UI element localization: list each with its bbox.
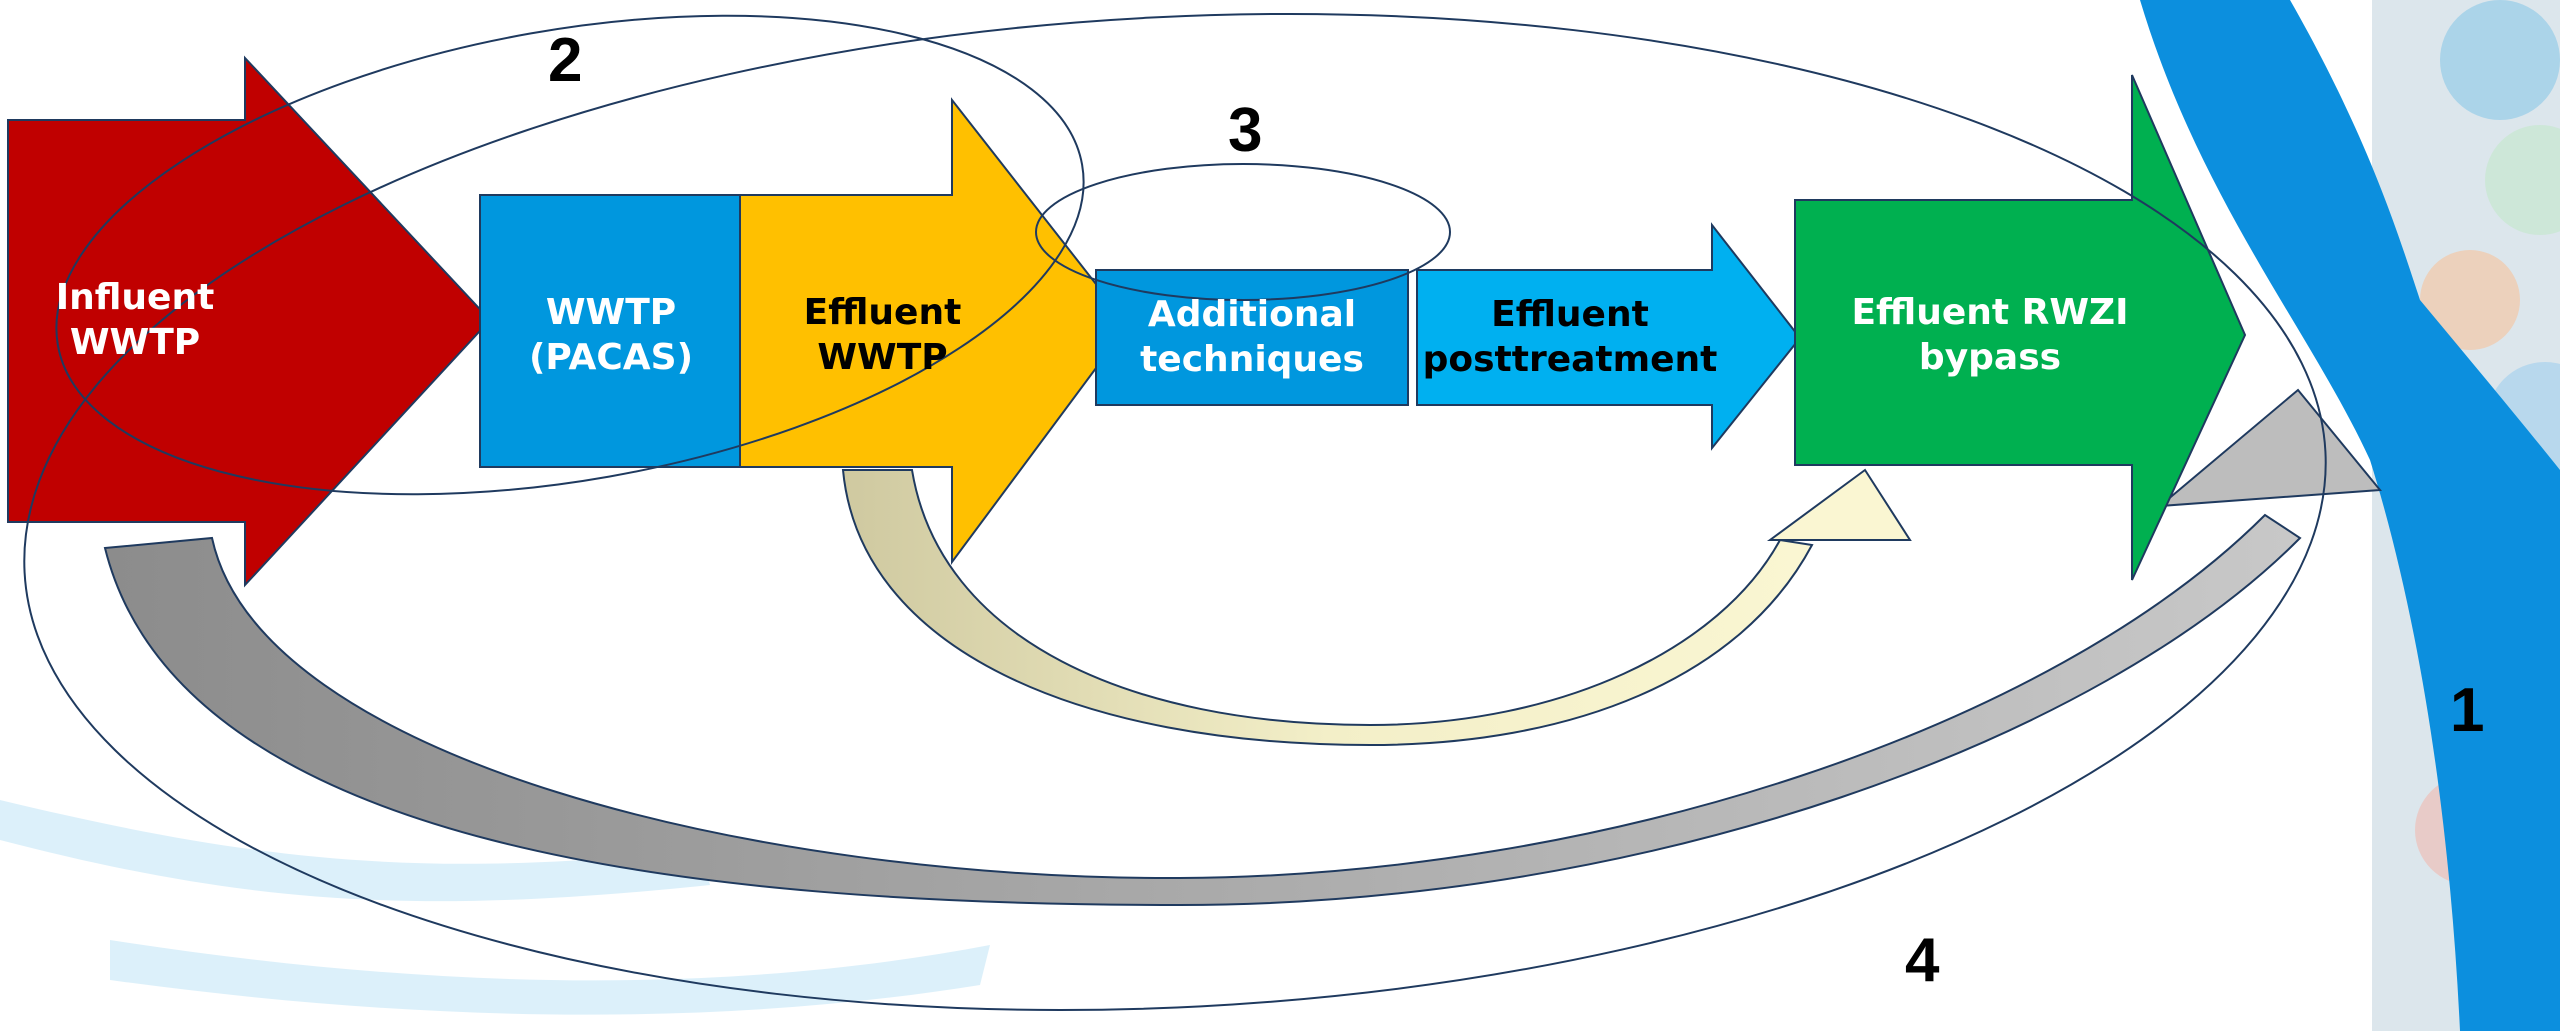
scope-2-ellipse xyxy=(55,14,1085,496)
wave-decoration xyxy=(0,800,710,902)
bypass-arrow xyxy=(1794,74,2247,581)
scope-2-number: 2 xyxy=(548,26,583,95)
scope-1-number: 1 xyxy=(2450,676,2485,745)
posttreatment-arrow xyxy=(1416,222,1802,451)
scope-4-number: 4 xyxy=(1905,926,1940,995)
river-band xyxy=(2140,0,2560,1031)
bypass-label: Effluent RWZI bypass xyxy=(1851,292,2129,378)
scope-4-ellipse xyxy=(23,13,2327,1011)
wave-decoration xyxy=(110,940,990,1015)
wwtp-label: WWTP (PACAS) xyxy=(528,292,694,378)
cream-bypass-arrow xyxy=(841,469,1814,747)
scope-3-ellipse xyxy=(1035,163,1451,301)
scope-3-number: 3 xyxy=(1228,96,1263,165)
posttreatment-label: Effluent posttreatment xyxy=(1422,294,1718,380)
grey-recirculation-arrow xyxy=(103,513,2302,907)
influent-label: Influent WWTP xyxy=(55,277,215,363)
additional-techniques-label: Additional techniques xyxy=(1140,294,1364,380)
effluent-wwtp-arrow xyxy=(739,97,1130,566)
influent-arrow xyxy=(7,55,492,588)
wwtp-block xyxy=(479,194,743,468)
cream-arrow-head xyxy=(1766,468,1912,541)
effluent-wwtp-label: Effluent WWTP xyxy=(803,292,962,378)
